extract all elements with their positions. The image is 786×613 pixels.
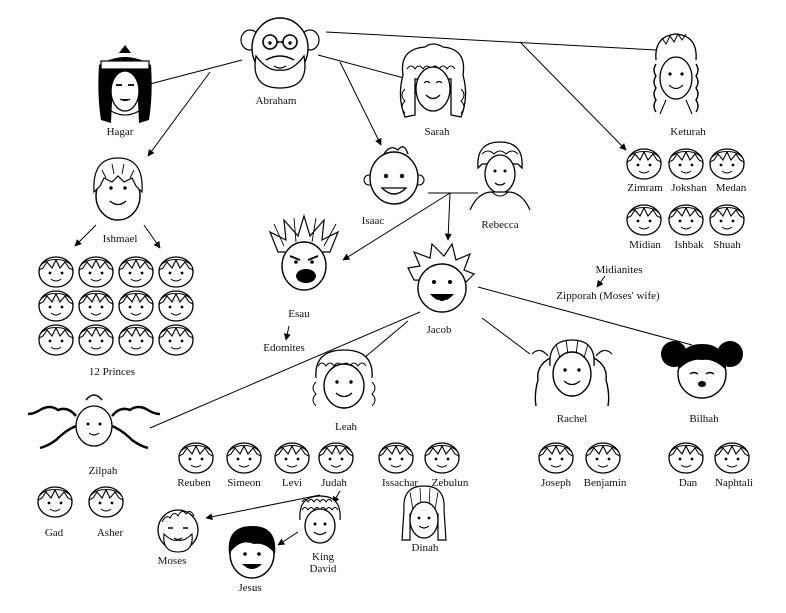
label-reuben: Reuben [177, 477, 211, 489]
rachel-portrait [531, 339, 613, 407]
label-king-david: King David [309, 551, 337, 575]
zilpah-sons-faces [37, 486, 124, 518]
label-hagar: Hagar [106, 126, 134, 138]
label-esau: Esau [288, 308, 310, 320]
label-naphtali: Naphtali [715, 477, 753, 489]
rachel-sons-faces [538, 442, 621, 474]
label-abraham: Abraham [255, 95, 297, 107]
label-zebulun: Zebulun [431, 477, 469, 489]
label-edomites: Edomites [263, 342, 305, 354]
moses-portrait [157, 509, 199, 553]
rebecca-portrait [469, 141, 531, 211]
label-shuah: Shuah [713, 239, 741, 251]
label-issachar: Issachar [381, 477, 419, 489]
label-12-princes: 12 Princes [88, 366, 136, 378]
king-david-portrait [299, 495, 341, 544]
label-isaac: Isaac [361, 215, 385, 227]
label-asher: Asher [96, 527, 124, 539]
label-dinah: Dinah [411, 542, 439, 554]
label-midianites: Midianites [595, 264, 643, 276]
jesus-portrait [228, 526, 276, 579]
label-medan: Medan [715, 182, 747, 194]
label-ishbak: Ishbak [674, 239, 704, 251]
abraham-portrait [240, 17, 320, 89]
label-keturah: Keturah [670, 126, 706, 138]
ishmael-portrait [93, 157, 143, 221]
label-benjamin: Benjamin [583, 477, 627, 489]
label-midian: Midian [629, 239, 661, 251]
label-sarah: Sarah [424, 126, 450, 138]
label-gad: Gad [44, 527, 64, 539]
dinah-portrait [401, 485, 447, 541]
label-simeon: Simeon [227, 477, 261, 489]
label-ishmael: Ishmael [102, 233, 138, 245]
bilhah-portrait [661, 341, 743, 399]
sarah-portrait [399, 43, 467, 118]
label-bilhah: Bilhah [689, 413, 719, 425]
label-rachel: Rachel [556, 413, 588, 425]
leah-sons-faces [178, 442, 460, 474]
label-moses: Moses [157, 555, 187, 567]
label-rebecca: Rebecca [481, 219, 519, 231]
label-leah: Leah [335, 421, 357, 433]
label-judah: Judah [321, 477, 347, 489]
label-joseph: Joseph [541, 477, 571, 489]
jacob-portrait [407, 242, 476, 313]
label-jesus: Jesus [238, 582, 262, 594]
esau-portrait [268, 213, 340, 291]
label-zimram: Zimram [627, 182, 663, 194]
label-dan: Dan [678, 477, 698, 489]
isaac-portrait [363, 146, 425, 205]
label-jokshan: Jokshan [671, 182, 707, 194]
hagar-portrait [98, 45, 152, 123]
princes-faces [38, 256, 194, 356]
bilhah-sons-faces [668, 442, 750, 474]
keturah-portrait [653, 33, 699, 115]
label-zilpah: Zilpah [88, 465, 118, 477]
label-jacob: Jacob [426, 324, 452, 336]
label-zipporah: Zipporah (Moses' wife) [556, 290, 660, 302]
connector-lines [74, 31, 693, 546]
leah-portrait [312, 349, 376, 409]
label-levi: Levi [281, 477, 303, 489]
zilpah-portrait [27, 394, 161, 450]
